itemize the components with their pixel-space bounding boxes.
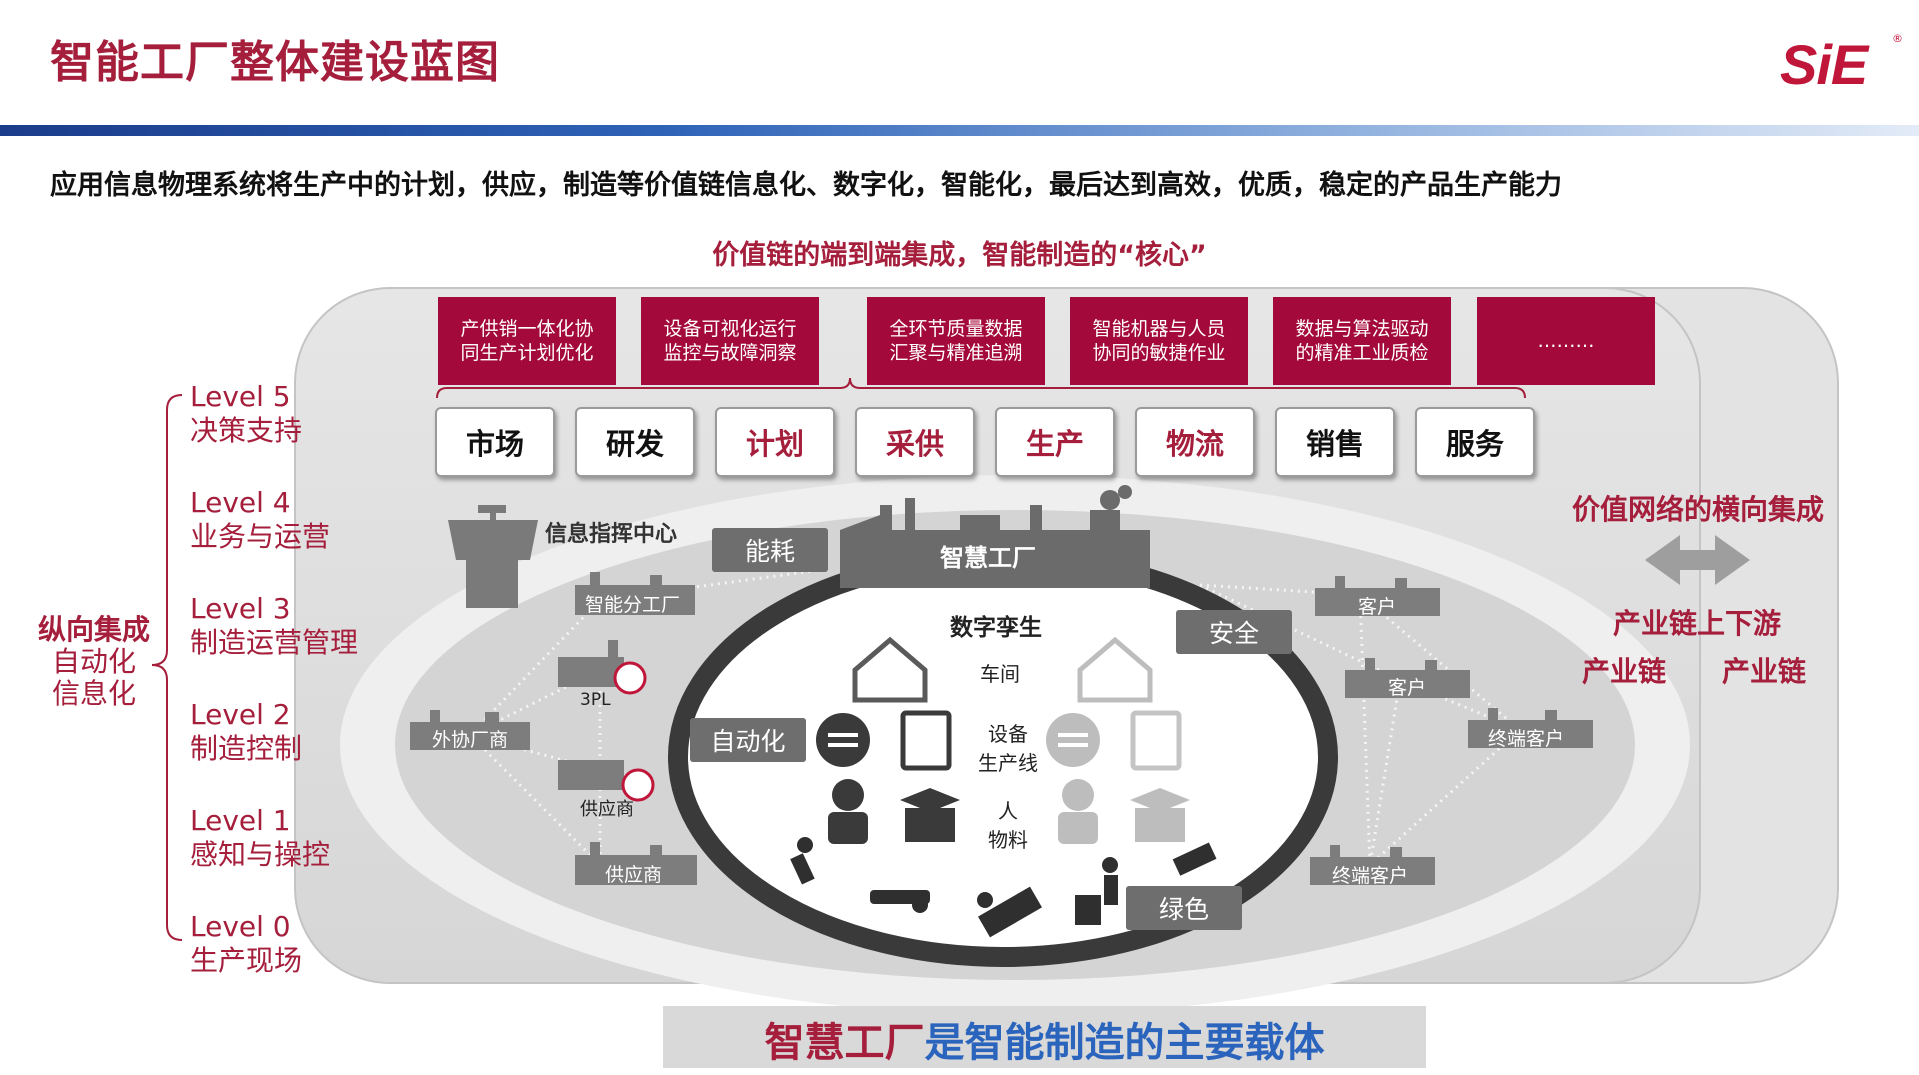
green-tag: 绿色: [1126, 886, 1242, 930]
upstream-downstream-label: 产业链上下游: [1613, 607, 1782, 640]
red-box-quality-trace: 全环节质量数据汇聚与精准追溯: [867, 297, 1045, 385]
equipment-label: 设备生产线: [978, 722, 1038, 775]
footer-text: 智慧工厂是智能制造的主要载体: [764, 1020, 1325, 1066]
smart-factory-label: 智慧工厂: [940, 544, 1036, 572]
workshop-label: 车间: [980, 662, 1020, 686]
chain-sales: 销售: [1275, 407, 1395, 477]
energy-tag: 能耗: [712, 528, 828, 572]
red-box-plan-optimization: 产供销一体化协同生产计划优化: [438, 297, 616, 385]
end-customer-label-2: 终端客户: [1332, 865, 1409, 887]
worker-robot-icons: [790, 837, 1217, 938]
chain-market: 市场: [435, 407, 555, 477]
digital-twin-label: 数字孪生: [950, 615, 1042, 641]
chain-right-label: 产业链: [1722, 655, 1807, 688]
core-bracket: [436, 377, 1526, 399]
page-title: 智能工厂整体建设蓝图: [50, 37, 500, 88]
supplier-label-1: 供应商: [580, 799, 634, 820]
vertical-integration-label: 纵向集成 自动化 信息化: [38, 613, 151, 710]
chain-left-label: 产业链: [1582, 655, 1667, 688]
customer-label-2: 客户: [1388, 677, 1427, 699]
safety-tag: 安全: [1176, 610, 1292, 654]
level-bracket: [151, 394, 183, 941]
footer-banner: [663, 1006, 1426, 1068]
supplier-label-2: 供应商: [605, 864, 663, 886]
workshop-icons: [852, 636, 1153, 703]
equipment-icons: [816, 710, 1182, 771]
customer-label-1: 客户: [1358, 596, 1397, 618]
red-box-more: ………: [1477, 297, 1655, 385]
chain-plan: 计划: [715, 407, 835, 477]
header-gradient-bar: [0, 125, 1919, 136]
red-box-agile-operation: 智能机器与人员协同的敏捷作业: [1070, 297, 1248, 385]
chain-rnd: 研发: [575, 407, 695, 477]
people-material-label: 人物料: [988, 799, 1028, 852]
node-factory-icons: [410, 572, 1593, 885]
sie-logo: SiE: [1780, 33, 1868, 96]
chain-production: 生产: [995, 407, 1115, 477]
gear-icon: [621, 768, 655, 802]
automation-tag: 自动化: [690, 718, 806, 762]
chain-procurement: 采供: [855, 407, 975, 477]
red-box-quality-inspection: 数据与算法驱动的精准工业质检: [1273, 297, 1451, 385]
double-arrow-icon: [1645, 535, 1750, 585]
branch-factory-label: 智能分工厂: [585, 594, 681, 616]
command-center-label: 信息指挥中心: [545, 522, 678, 547]
chain-logistics: 物流: [1135, 407, 1255, 477]
tpl-label: 3PL: [580, 690, 611, 710]
horizontal-integration-label: 价值网络的横向集成: [1572, 493, 1825, 526]
people-material-icons: [828, 779, 1190, 844]
smart-factory-skyline-icon: [840, 485, 1150, 588]
outsource-label: 外协厂商: [432, 729, 509, 751]
red-box-equipment-monitoring: 设备可视化运行监控与故障洞察: [641, 297, 819, 385]
end-customer-label-1: 终端客户: [1488, 728, 1565, 750]
command-tower-icon: [448, 505, 538, 608]
core-heading: 价值链的端到端集成，智能制造的“核心”: [712, 240, 1207, 271]
registered-mark: ®: [1892, 32, 1903, 45]
chain-service: 服务: [1415, 407, 1535, 477]
flask-icon: [613, 661, 647, 695]
subtitle: 应用信息物理系统将生产中的计划，供应，制造等价值链信息化、数字化，智能化，最后达…: [50, 170, 1562, 201]
